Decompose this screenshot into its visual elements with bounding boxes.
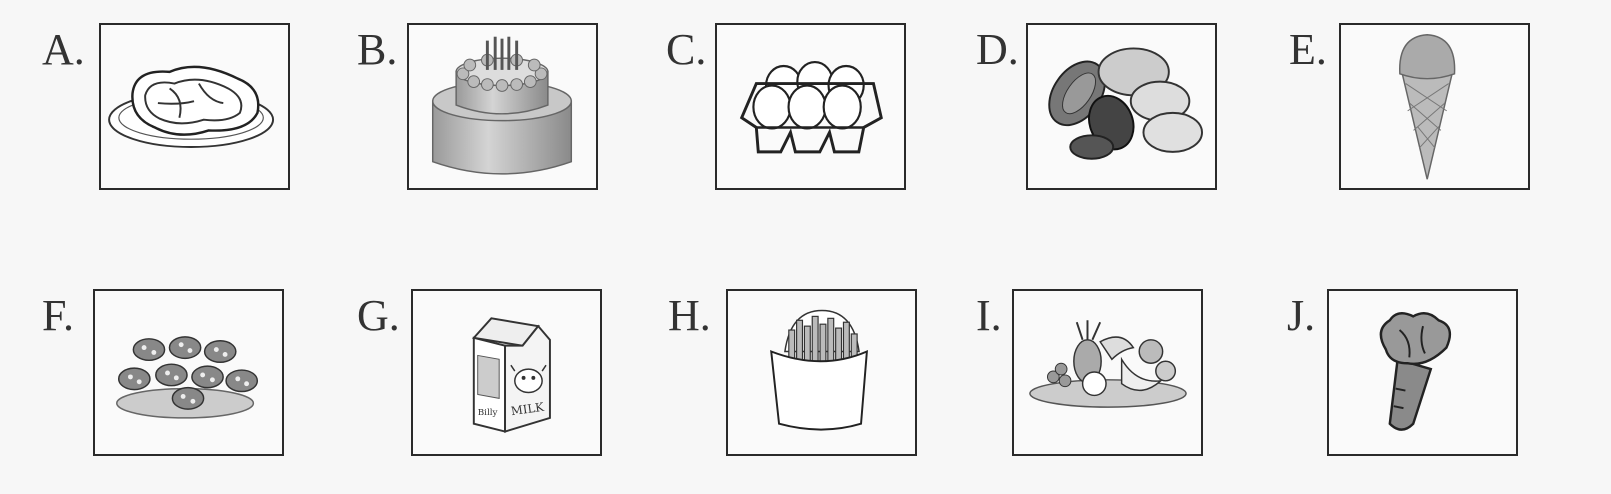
milk-brand-text: Billy: [478, 408, 498, 418]
eggs-icon: [739, 61, 883, 154]
nuts-icon: [1048, 47, 1203, 160]
option-image-c[interactable]: [715, 23, 906, 190]
option-image-d[interactable]: [1026, 23, 1217, 190]
option-letter-h: H.: [668, 291, 711, 340]
option-letter-g: G.: [357, 291, 400, 340]
option-letter-j: J.: [1287, 291, 1316, 340]
french-fries-icon: [770, 309, 868, 431]
option-letter-a: A.: [42, 25, 85, 74]
steak-icon: [108, 65, 275, 148]
option-letter-e: E.: [1289, 25, 1327, 74]
birthday-cake-icon: [431, 36, 573, 175]
option-image-i[interactable]: [1012, 289, 1203, 456]
option-letter-i: I.: [976, 291, 1002, 340]
option-letter-b: B.: [357, 25, 398, 74]
option-image-e[interactable]: [1339, 23, 1530, 190]
option-letter-d: D.: [976, 25, 1019, 74]
option-image-h[interactable]: [726, 289, 917, 456]
option-image-a[interactable]: [99, 23, 290, 190]
option-image-f[interactable]: [93, 289, 284, 456]
carrot-icon: [1379, 312, 1452, 431]
fruit-plate-icon: [1029, 320, 1187, 408]
candies-icon: [116, 336, 259, 419]
ice-cream-cone-icon: [1399, 34, 1456, 180]
milk-carton-icon: Billy MILK: [471, 317, 551, 433]
option-image-b[interactable]: [407, 23, 598, 190]
option-image-g[interactable]: Billy MILK: [411, 289, 602, 456]
milk-label-text: MILK: [510, 400, 545, 419]
option-letter-f: F.: [42, 291, 74, 340]
option-letter-c: C.: [666, 25, 707, 74]
option-image-j[interactable]: [1327, 289, 1518, 456]
